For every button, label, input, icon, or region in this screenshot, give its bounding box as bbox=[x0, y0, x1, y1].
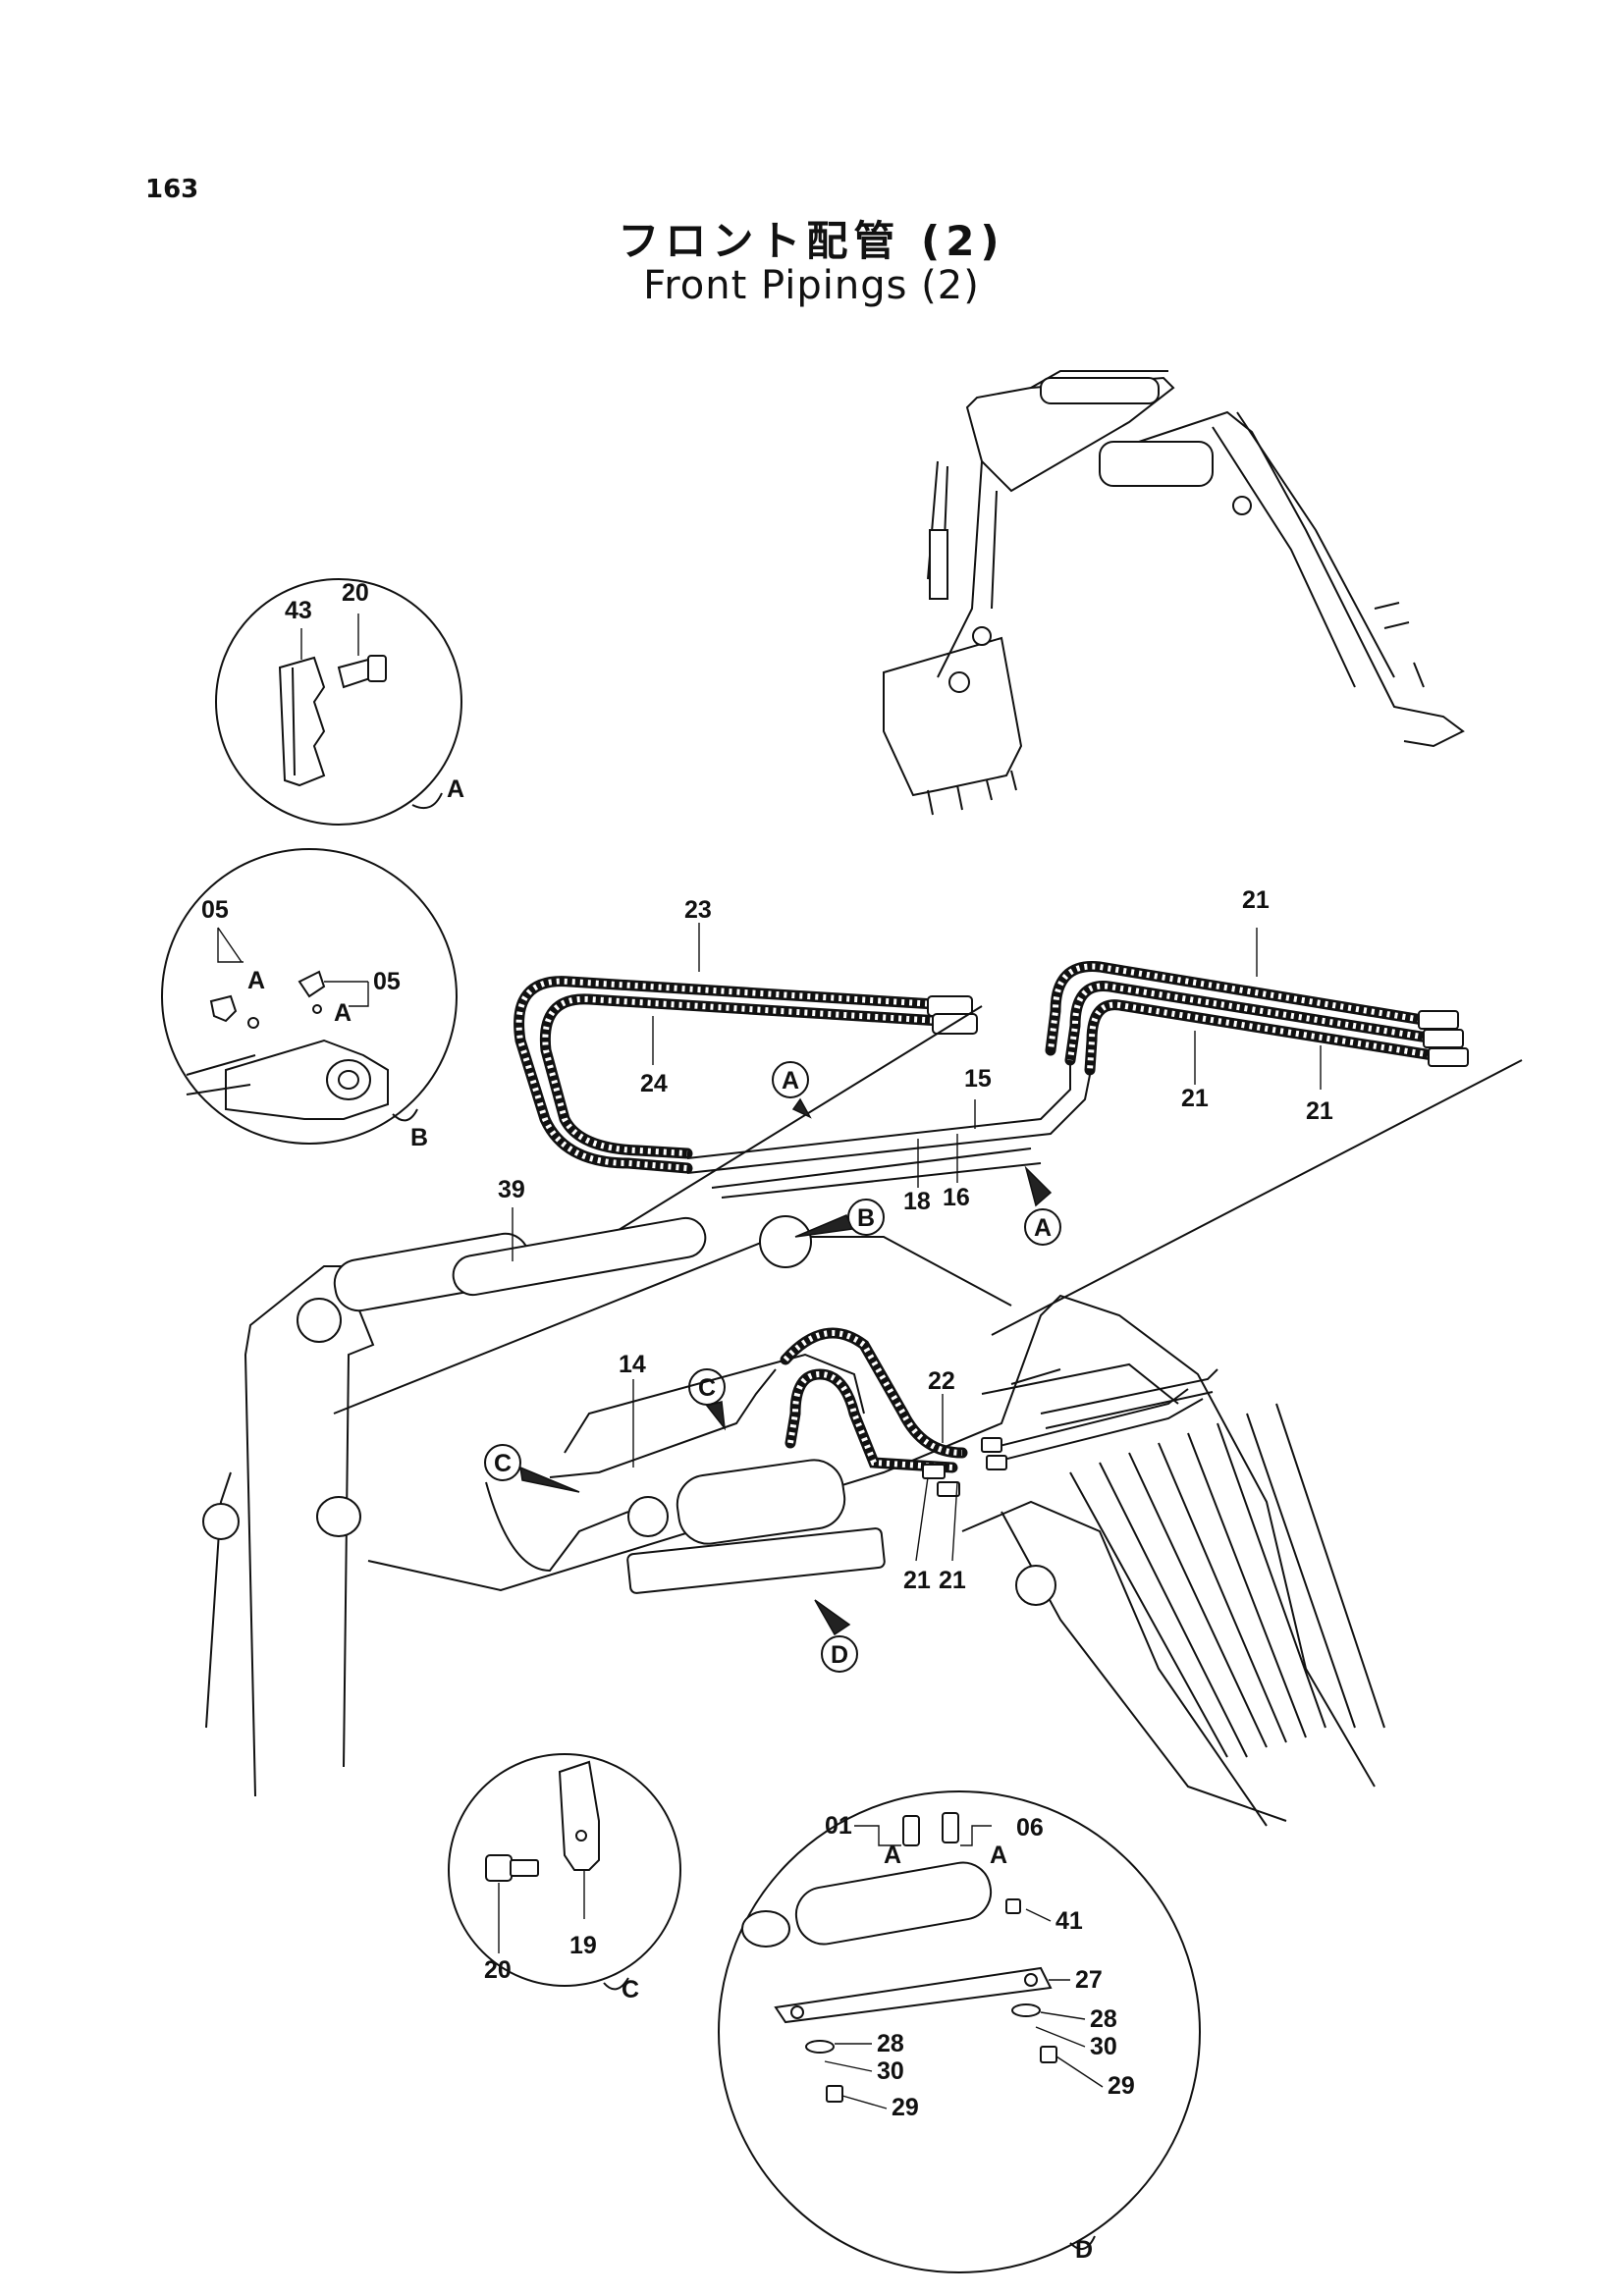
label-detail-d-sub-2: A bbox=[990, 1842, 1007, 1869]
detail-c bbox=[448, 1753, 681, 1991]
label-part-23: 23 bbox=[684, 896, 712, 924]
label-detail-b-sub-2: A bbox=[334, 999, 352, 1027]
label-part-21-c: 21 bbox=[1306, 1097, 1333, 1125]
label-part-21-d: 21 bbox=[903, 1567, 931, 1594]
label-detail-d-part-01: 01 bbox=[825, 1812, 852, 1840]
excavator-overview bbox=[883, 370, 1465, 816]
label-detail-c-part-19: 19 bbox=[569, 1932, 597, 1959]
detail-b bbox=[161, 848, 458, 1145]
callout-d bbox=[814, 1599, 858, 1673]
label-detail-d-part-28-left: 28 bbox=[877, 2030, 904, 2057]
hose-group-top bbox=[514, 961, 1523, 1336]
label-part-18: 18 bbox=[903, 1188, 931, 1215]
label-detail-c-part-20: 20 bbox=[484, 1956, 512, 1984]
label-detail-b-letter: B bbox=[410, 1124, 428, 1151]
callout-a-upper bbox=[772, 1061, 812, 1119]
title-japanese: フロント配管 (2) bbox=[618, 217, 1005, 265]
label-detail-d-part-27: 27 bbox=[1075, 1966, 1103, 1994]
detail-d bbox=[718, 1790, 1201, 2273]
callout-c-upper bbox=[688, 1368, 727, 1431]
title-english: Front Pipings (2) bbox=[643, 263, 980, 308]
label-part-21-b: 21 bbox=[1181, 1085, 1209, 1112]
label-detail-d-part-30-left: 30 bbox=[877, 2057, 904, 2085]
detail-a bbox=[215, 578, 462, 826]
label-detail-d-part-06: 06 bbox=[1016, 1814, 1044, 1842]
label-detail-a-part-2: 20 bbox=[342, 579, 369, 607]
label-detail-d-letter: D bbox=[1075, 2236, 1093, 2264]
leader-lines bbox=[512, 923, 1322, 1562]
callout-c-upper-label: C bbox=[698, 1374, 716, 1402]
page-number: 163 bbox=[145, 175, 199, 204]
label-part-16: 16 bbox=[943, 1184, 970, 1211]
detail-d-leaders bbox=[824, 1908, 1104, 2109]
label-detail-c-letter: C bbox=[622, 1976, 639, 2003]
boom-assembly bbox=[202, 1215, 1385, 1827]
callout-a-right-label: A bbox=[1034, 1214, 1052, 1242]
callout-c-left-label: C bbox=[494, 1450, 512, 1477]
label-detail-b-part-1: 05 bbox=[201, 896, 229, 924]
callout-d-label: D bbox=[831, 1641, 848, 1669]
label-detail-d-sub-1: A bbox=[884, 1842, 901, 1869]
callout-b-label: B bbox=[857, 1204, 875, 1232]
label-part-21-e: 21 bbox=[939, 1567, 966, 1594]
label-detail-d-part-41: 41 bbox=[1055, 1907, 1083, 1935]
label-part-22: 22 bbox=[928, 1367, 955, 1395]
label-part-24: 24 bbox=[640, 1070, 668, 1097]
label-part-21-a: 21 bbox=[1242, 886, 1270, 914]
label-detail-d-part-29-left: 29 bbox=[892, 2094, 919, 2121]
label-part-39: 39 bbox=[498, 1176, 525, 1203]
label-part-14: 14 bbox=[619, 1351, 646, 1378]
label-detail-a-part-1: 43 bbox=[285, 597, 312, 624]
label-detail-d-part-30-right: 30 bbox=[1090, 2033, 1117, 2060]
callout-a-upper-label: A bbox=[782, 1067, 799, 1095]
label-detail-b-sub-1: A bbox=[247, 967, 265, 994]
label-detail-d-part-28-right: 28 bbox=[1090, 2005, 1117, 2033]
callout-b bbox=[794, 1199, 885, 1238]
label-detail-a-letter: A bbox=[447, 775, 464, 803]
label-part-15: 15 bbox=[964, 1065, 992, 1093]
label-detail-b-part-2: 05 bbox=[373, 968, 401, 995]
callout-c-left bbox=[484, 1444, 580, 1493]
callout-a-right bbox=[1024, 1165, 1061, 1246]
label-detail-d-part-29-right: 29 bbox=[1108, 2072, 1135, 2100]
